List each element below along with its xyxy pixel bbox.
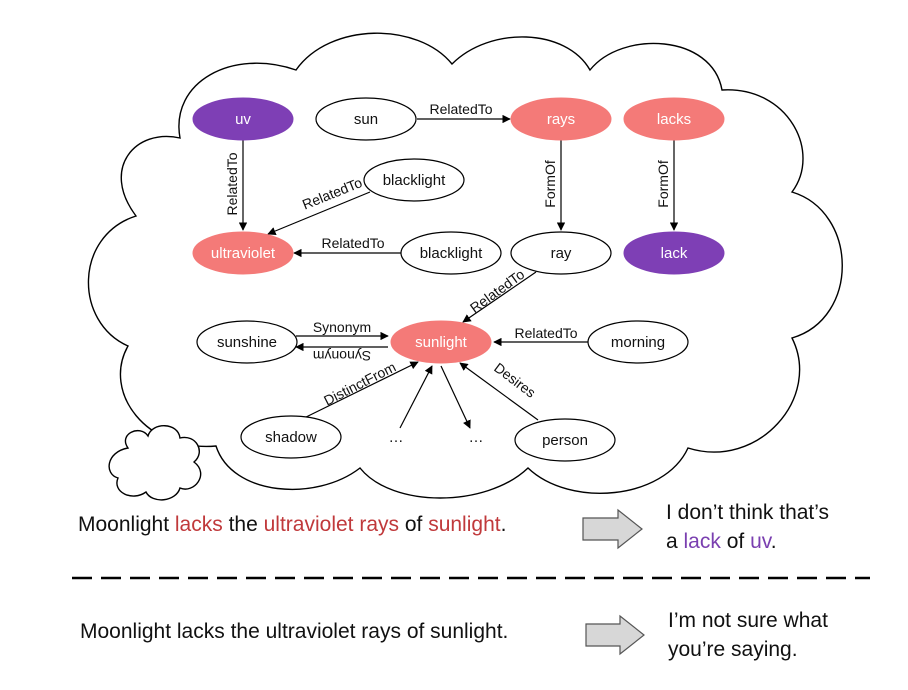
svg-text:…: …	[469, 429, 484, 446]
edge-label-sun-rays: RelatedTo	[429, 101, 492, 117]
edge-label-blacklight-mid: RelatedTo	[321, 235, 384, 251]
reply-line-2: a lack of uv.	[666, 530, 777, 553]
svg-text:morning: morning	[611, 334, 665, 351]
highlight-lack: lack	[683, 530, 721, 553]
svg-text:sun: sun	[354, 111, 378, 128]
example-good-sentence: Moonlight lacks the ultraviolet rays of …	[78, 513, 506, 537]
svg-text:shadow: shadow	[265, 429, 317, 446]
edge-label-morning-sunlight: RelatedTo	[514, 325, 577, 341]
highlight-ultraviolet-rays: ultraviolet rays	[263, 513, 400, 536]
block-arrow-bad	[585, 614, 645, 656]
node-ultraviolet: ultraviolet	[192, 231, 294, 275]
edge-label-sunlight-sunshine: Synonym	[313, 348, 371, 364]
edge-label-lacks-lack: FormOf	[655, 160, 671, 208]
svg-text:lacks: lacks	[657, 111, 691, 128]
sentence-text: .	[500, 513, 507, 536]
node-sunlight: sunlight	[390, 320, 492, 364]
svg-text:…: …	[389, 429, 404, 446]
reply-line-1: I don’t think that’s	[666, 501, 830, 524]
sentence-text: the	[222, 513, 264, 536]
edge-label-rays-ray: FormOf	[542, 160, 558, 208]
node-morning: morning	[587, 320, 689, 364]
svg-text:ray: ray	[551, 245, 572, 262]
svg-text:lack: lack	[661, 245, 688, 262]
node-sun: sun	[315, 97, 417, 141]
node-blacklight-top: blacklight	[363, 158, 465, 202]
svg-text:blacklight: blacklight	[383, 172, 446, 189]
edge-shadow-sunlight	[299, 361, 419, 421]
highlight-sunlight: sunlight	[428, 513, 501, 536]
example-bad-sentence: Moonlight lacks the ultraviolet rays of …	[80, 620, 509, 643]
svg-text:rays: rays	[547, 111, 575, 128]
svg-text:uv: uv	[235, 111, 251, 128]
highlight-uv: uv	[750, 530, 771, 553]
reply-line-1: I’m not sure what	[668, 609, 828, 632]
node-shadow: shadow	[240, 415, 342, 459]
small-thought-cloud	[108, 425, 202, 501]
node-sunshine: sunshine	[196, 320, 298, 364]
svg-text:blacklight: blacklight	[420, 245, 483, 262]
svg-text:person: person	[542, 432, 588, 449]
edge-ray-sunlight	[462, 271, 537, 323]
node-blacklight-mid: blacklight	[400, 231, 502, 275]
edge-blacklight-top-ultraviolet	[267, 191, 371, 236]
edge-sunlight-dots2	[440, 365, 471, 429]
edges	[238, 114, 679, 429]
highlight-lacks: lacks	[174, 513, 223, 536]
node-rays: rays	[510, 97, 612, 141]
node-ray: ray	[510, 231, 612, 275]
sentence-text: of	[399, 513, 429, 536]
node-dots1: …	[389, 429, 404, 446]
node-person: person	[514, 418, 616, 462]
node-uv: uv	[192, 97, 294, 141]
edge-label-uv-ultraviolet: RelatedTo	[224, 152, 240, 215]
node-lacks: lacks	[623, 97, 725, 141]
reply-line-2: you’re saying.	[668, 638, 798, 661]
edge-dots1-sunlight	[399, 365, 433, 429]
example-bad-reply: I’m not sure what you’re saying.	[668, 606, 828, 664]
svg-text:sunshine: sunshine	[217, 334, 277, 351]
edge-label-sunshine-sunlight: Synonym	[313, 319, 371, 335]
edge-person-sunlight	[459, 362, 539, 421]
block-arrow-good	[582, 508, 643, 550]
node-lack: lack	[623, 231, 725, 275]
example-good-reply: I don’t think that’s a lack of uv.	[666, 498, 829, 556]
svg-text:ultraviolet: ultraviolet	[211, 245, 276, 262]
node-dots2: …	[469, 429, 484, 446]
sentence-text: Moonlight	[78, 513, 175, 536]
svg-text:sunlight: sunlight	[415, 334, 468, 351]
